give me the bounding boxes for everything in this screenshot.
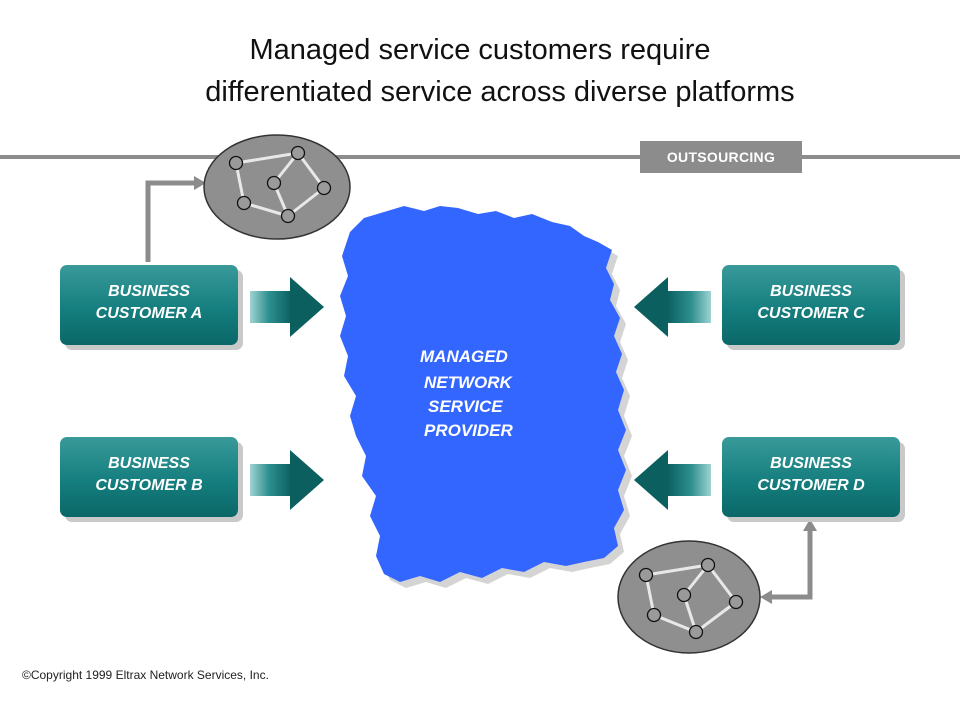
business-customer-d: BUSINESS CUSTOMER D	[722, 437, 900, 517]
customer-b-line1: BUSINESS	[108, 455, 190, 472]
connector-a-arrowhead	[194, 176, 206, 190]
page-title-line-1: Managed service customers require	[249, 34, 711, 66]
network-topology-bottom	[617, 540, 761, 654]
page-title-line-2: differentiated service across diverse pl…	[205, 76, 795, 108]
customer-a-line2: CUSTOMER A	[95, 305, 203, 322]
arrow-d-to-provider	[634, 450, 711, 510]
copyright-text: Copyright 1999 Eltrax Network Services, …	[30, 668, 269, 682]
customer-a-line1: BUSINESS	[108, 283, 190, 300]
business-customer-b: BUSINESS CUSTOMER B	[60, 437, 238, 517]
provider-label-line3: SERVICE	[428, 397, 503, 416]
customer-d-line1: BUSINESS	[770, 455, 852, 472]
business-customer-a: BUSINESS CUSTOMER A	[60, 265, 238, 345]
provider-label-line4: PROVIDER	[424, 421, 513, 440]
connector-d-network	[772, 525, 813, 600]
provider-label-line1: MANAGED	[420, 347, 508, 366]
copyright-symbol-icon: ©	[22, 668, 31, 682]
business-customer-c: BUSINESS CUSTOMER C	[722, 265, 900, 345]
arrow-c-to-provider	[634, 277, 711, 337]
customer-c-line2: CUSTOMER C	[757, 305, 865, 322]
provider-label-line2: NETWORK	[424, 373, 512, 392]
copyright-footer: ©Copyright 1999 Eltrax Network Services,…	[22, 668, 269, 682]
customer-d-line2: CUSTOMER D	[757, 477, 865, 494]
customer-c-line1: BUSINESS	[770, 283, 852, 300]
customer-b-line2: CUSTOMER B	[95, 477, 203, 494]
connector-a-network	[145, 180, 196, 262]
outsourcing-badge: OUTSOURCING	[640, 141, 802, 173]
provider-cloud	[340, 206, 626, 582]
arrow-b-to-provider	[250, 450, 324, 510]
connector-d-arrowhead	[803, 519, 817, 531]
network-topology-top	[203, 134, 351, 240]
connector-d-arrowhead-left	[760, 590, 772, 604]
arrow-a-to-provider	[250, 277, 324, 337]
